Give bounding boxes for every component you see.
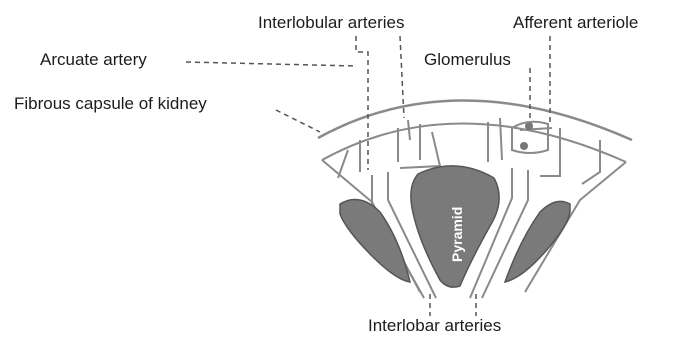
afferent-arteriole-label: Afferent arteriole bbox=[513, 14, 638, 31]
interlobar-arteries-label: Interlobar arteries bbox=[368, 317, 501, 334]
leader-interlobular bbox=[356, 36, 404, 170]
fibrous-capsule-label: Fibrous capsule of kidney bbox=[14, 95, 207, 112]
fibrous-capsule-outline bbox=[318, 100, 632, 140]
arcuate-artery-label: Arcuate artery bbox=[40, 51, 147, 68]
glomerulus-dot-2 bbox=[520, 142, 528, 150]
interlobular-arteries-label: Interlobular arteries bbox=[258, 14, 404, 31]
glomerulus-label: Glomerulus bbox=[424, 51, 511, 68]
leader-lines bbox=[186, 36, 550, 316]
pyramid-label: Pyramid bbox=[449, 207, 465, 262]
leader-capsule bbox=[276, 110, 320, 132]
cortex-vessels-left bbox=[338, 120, 440, 178]
leader-arcuate bbox=[186, 62, 356, 66]
pyramid-left bbox=[340, 200, 410, 283]
